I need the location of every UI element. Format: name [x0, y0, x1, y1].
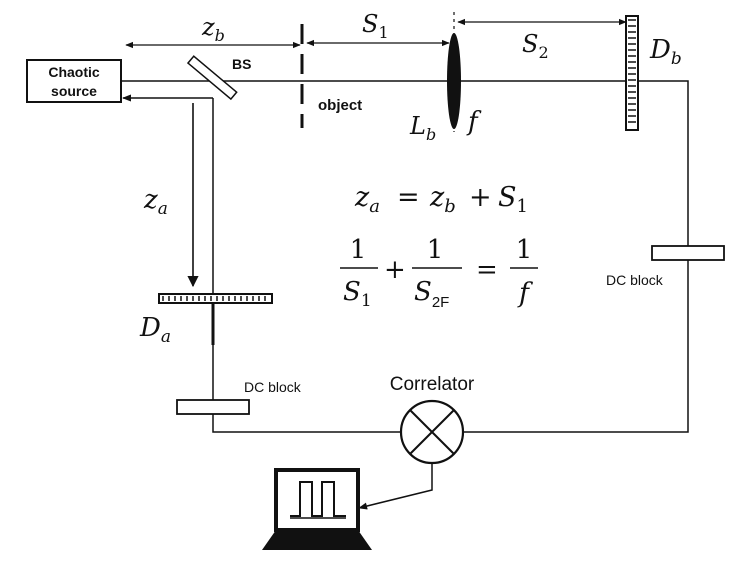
dc-block-b-label: DC block — [606, 272, 664, 288]
correlator-label: Correlator — [390, 374, 475, 395]
eq2-numerator-3: 1 — [516, 235, 533, 265]
za-label: za — [143, 185, 168, 219]
da-signal-wire — [212, 345, 401, 433]
s2-label: S2 — [522, 30, 549, 62]
source-label-line2: source — [51, 83, 97, 99]
bs-label: BS — [232, 56, 251, 72]
eq2-numerator-2: 1 — [427, 235, 444, 265]
db-label: Db — [649, 35, 682, 69]
lens — [447, 33, 461, 129]
svg-text:za = zb +: za = zb + S1 — [354, 182, 528, 219]
eq2-denominator-2: S2F — [414, 277, 449, 311]
eq2-denominator-3: f — [517, 278, 533, 309]
da-label: Da — [139, 313, 171, 347]
eq2-equals: = — [476, 255, 498, 285]
f-label: f — [466, 107, 482, 137]
zb-label: zb — [201, 13, 225, 45]
detector-da — [158, 293, 273, 304]
dc-block-a-label: DC block — [244, 379, 302, 395]
computer-monitor-icon — [262, 468, 372, 550]
object-label: object — [318, 97, 362, 114]
eq2-denominator-1: S1 — [343, 277, 372, 311]
equation-path-length: za = zb + S1 — [354, 182, 528, 219]
beam-splitter — [186, 55, 238, 101]
detector-db — [625, 15, 639, 131]
dc-block-a — [176, 399, 250, 415]
dc-block-b — [651, 245, 725, 261]
s1-label: S1 — [362, 10, 389, 42]
lb-label: Lb — [409, 112, 436, 144]
eq2-numerator-1: 1 — [350, 235, 367, 265]
equation-lens-law: 1 S1 + 1 S2F = 1 f — [340, 235, 538, 311]
chaotic-source: Chaotic source — [26, 59, 122, 103]
source-label-line1: Chaotic — [48, 64, 100, 80]
output-wire — [358, 463, 433, 510]
eq2-plus: + — [384, 255, 406, 285]
correlator — [399, 399, 465, 465]
